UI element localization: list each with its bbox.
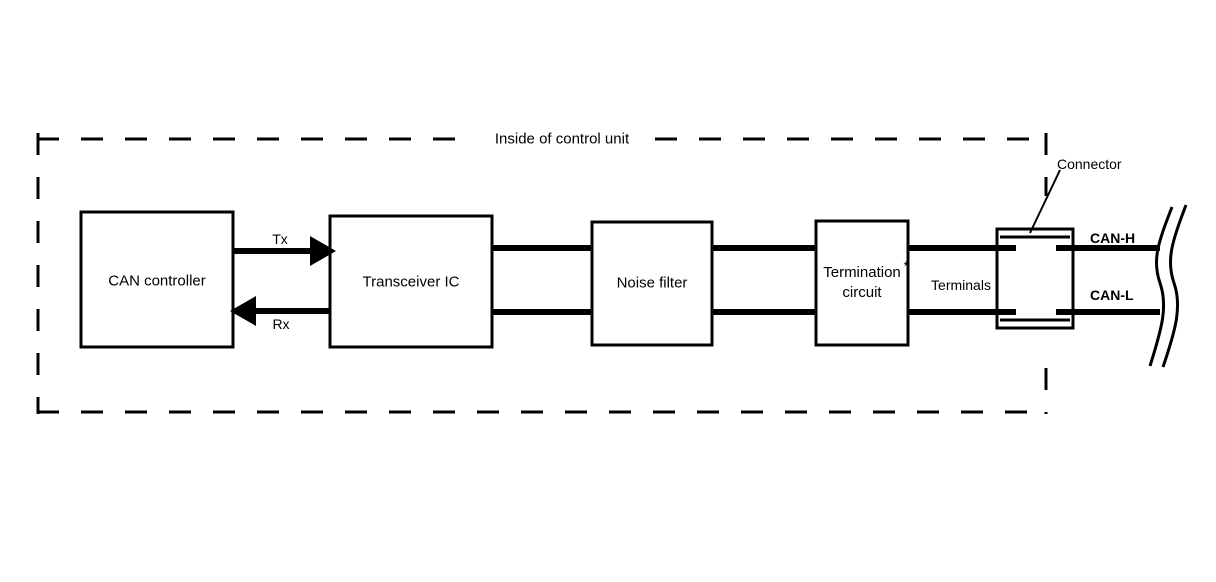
bus-stub-segments [492,245,1160,315]
tx-arrow-head [310,236,336,266]
rx-arrow-head [230,296,256,326]
block-label-can-controller: CAN controller [108,272,206,290]
bus-label-can-h: CAN-H [1090,230,1136,246]
block-label-termination-line-1: Termination [823,263,901,281]
connector-body [995,169,1076,330]
annotation-label-connector: Connector [1057,156,1122,172]
block-label-termination-circuit: Termination circuit [823,263,901,304]
block-can-controller [79,210,235,349]
cable-break-wave-left [1148,206,1174,367]
block-rectangles [79,210,910,349]
cable-break-squiggle [1148,204,1188,368]
bus-label-can-l: CAN-L [1090,287,1134,303]
annotation-label-terminals: Terminals [931,277,991,293]
signal-label-tx: Tx [272,231,288,247]
enclosure-title: Inside of control unit [484,131,640,147]
cable-break-wave-right [1161,204,1188,368]
tx-rx-signal-arrows [230,236,336,326]
signal-label-rx: Rx [272,316,290,332]
block-transceiver-ic [328,214,494,349]
block-noise-filter [590,220,714,347]
control-unit-enclosure [36,133,1048,414]
block-label-noise-filter: Noise filter [616,274,688,292]
termination-circuit-footnote-asterisk: * [903,258,909,274]
connector-callout-leader-line [1029,169,1061,234]
block-label-termination-line-2: circuit [842,284,882,301]
block-termination-circuit [814,219,910,347]
block-label-transceiver-ic: Transceiver IC [362,273,460,291]
